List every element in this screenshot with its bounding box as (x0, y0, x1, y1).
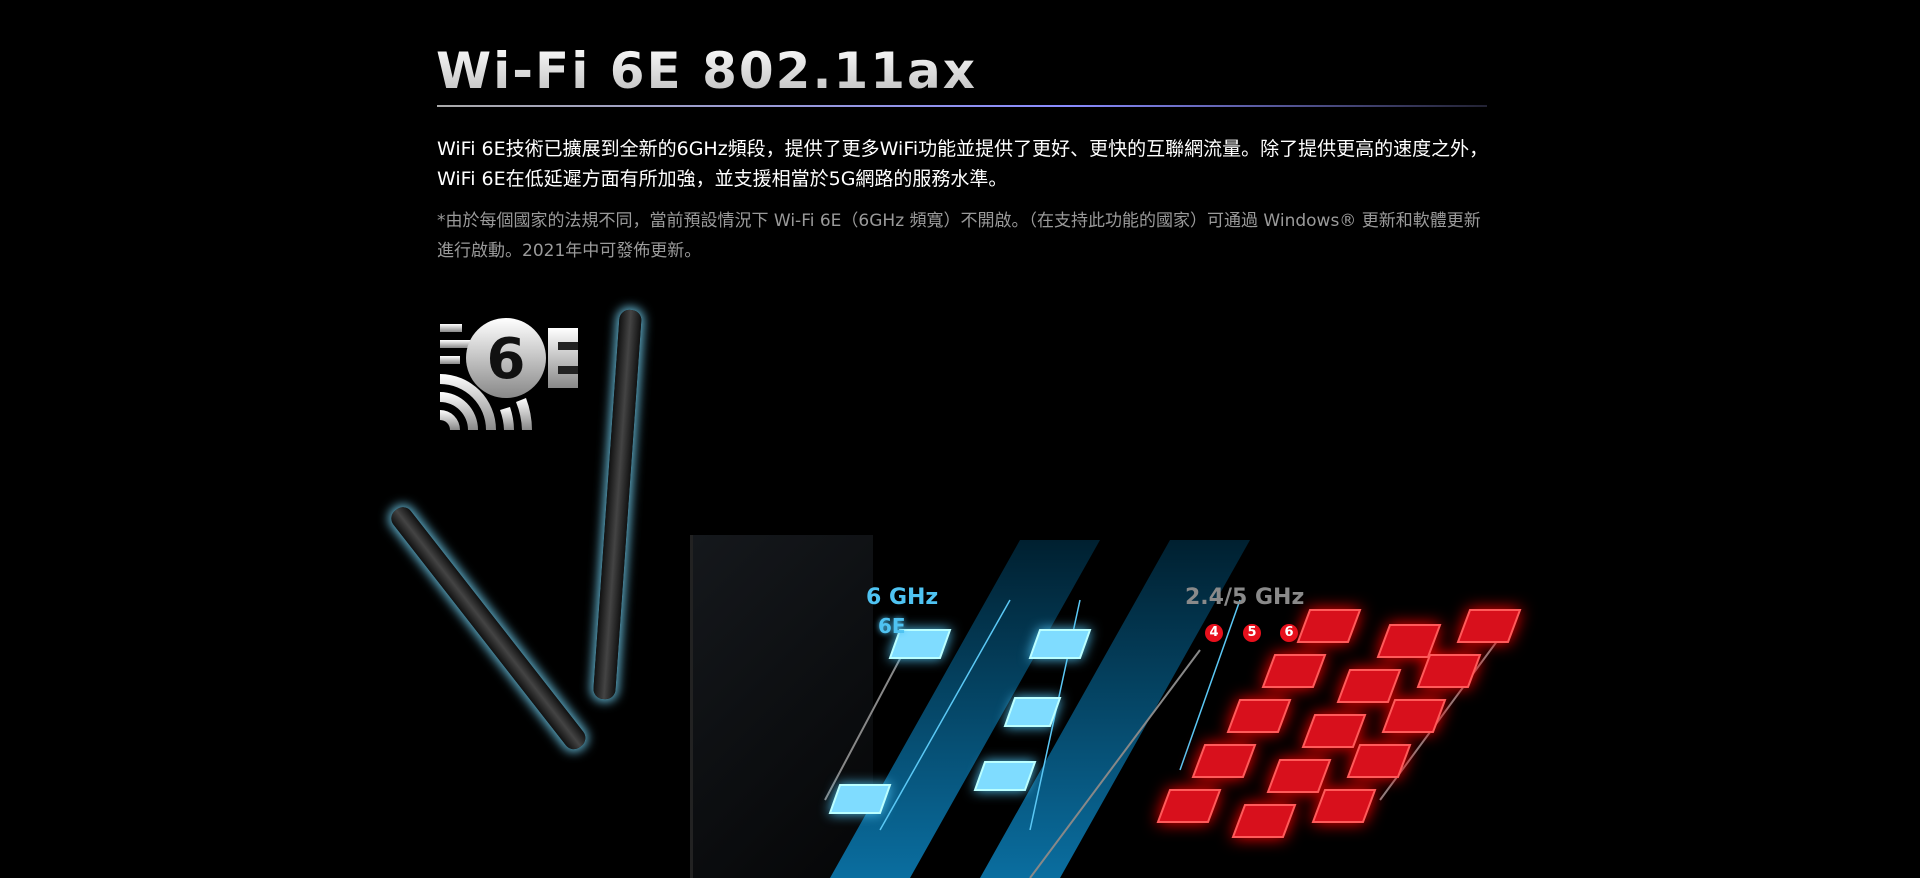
wifi-6e-logo-icon: 6 (440, 318, 578, 430)
antenna-upright (592, 309, 642, 700)
wifi-4-icon: 4 (1205, 624, 1223, 642)
description: WiFi 6E技術已擴展到全新的6GHz頻段，提供了更多WiFi功能並提供了更好… (437, 138, 1489, 190)
wifi-6e-small-icon: 6E (878, 614, 906, 638)
router-device (690, 535, 873, 878)
wifi-6-icon: 6 (1280, 624, 1298, 642)
footnote: *由於每個國家的法規不同，當前預設情況下 Wi-Fi 6E（6GHz 頻寬）不開… (437, 211, 1481, 261)
page-title: Wi-Fi 6E 802.11ax (436, 42, 978, 100)
wifi-5-icon: 5 (1243, 624, 1261, 642)
svg-text:6: 6 (487, 327, 526, 392)
band-6ghz-label: 6 GHz (866, 585, 939, 610)
band-diagram (824, 540, 1522, 878)
band-legacy-label: 2.4/5 GHz (1185, 585, 1305, 610)
title-divider (437, 105, 1487, 107)
antenna-angled (387, 503, 590, 754)
